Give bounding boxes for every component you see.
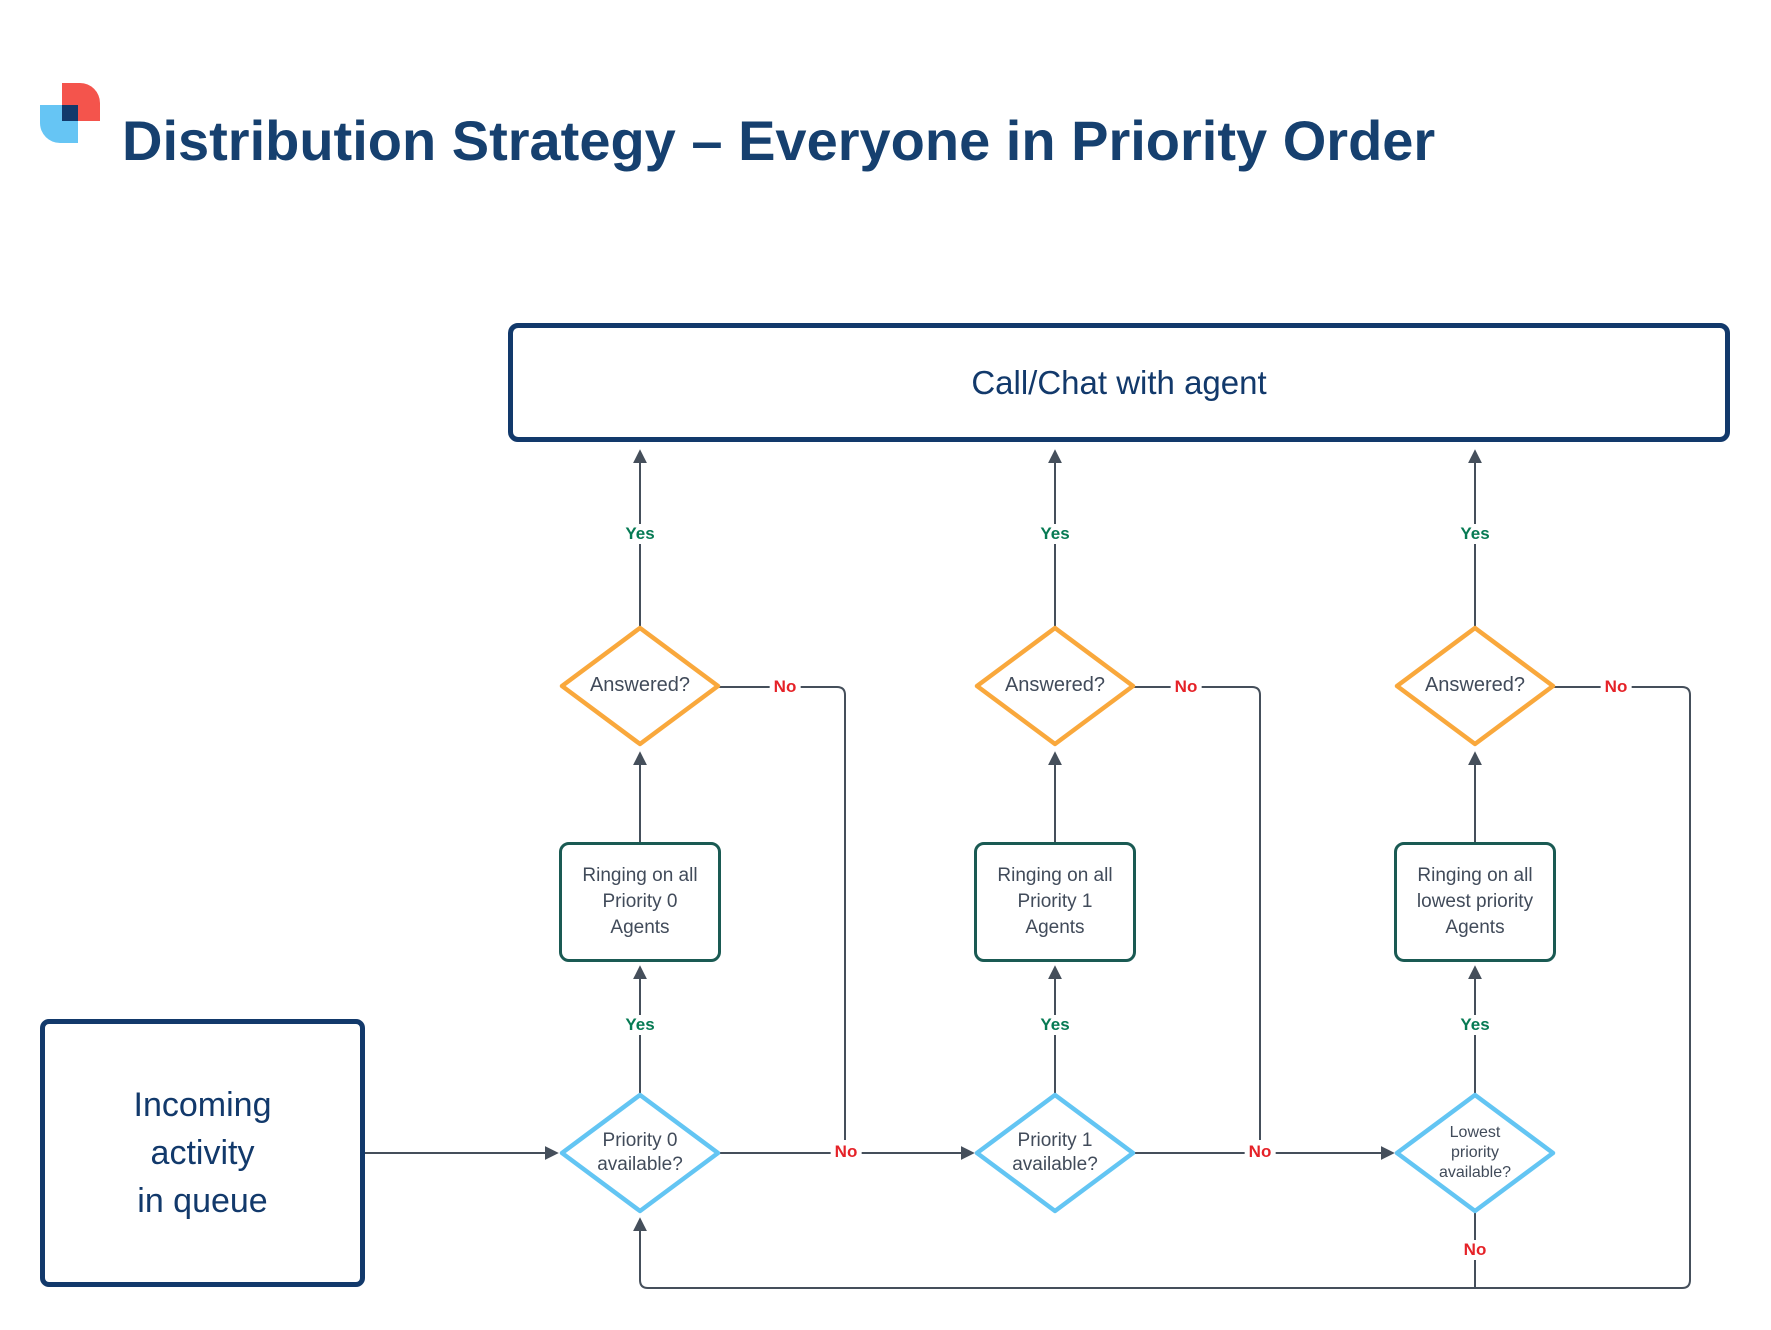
call-chat-label: Call/Chat with agent [971,363,1267,401]
answered0-yes-label: Yes [621,524,659,544]
ringing-priority0-box: Ringing on all Priority 0 Agents [559,842,721,962]
available1-yes-label: Yes [1036,1015,1074,1035]
answered0-no-label: No [769,677,801,697]
available0-label: Priority 0 available? [560,1129,720,1177]
available0-yes-label: Yes [621,1015,659,1035]
ringing2-line-1: Ringing on all [1417,865,1533,886]
answered0-label: Answered? [589,674,691,696]
available2-label: Lowest priority available? [1395,1123,1555,1183]
available0-diamond [559,1092,721,1214]
ringing1-line-2: Priority 1 [1017,891,1093,912]
answered2-diamond [1394,625,1556,747]
page-title: Distribution Strategy – Everyone in Prio… [122,109,1436,172]
available2-no-label: No [1459,1240,1491,1260]
available1-label: Priority 1 available? [975,1129,1135,1177]
ringing0-line-3: Agents [610,917,670,938]
answered2-no-label: No [1600,677,1632,697]
brand-logo [40,83,100,143]
available0-no-label: No [830,1142,862,1162]
available2-line-1: Lowest [1449,1124,1501,1141]
call-chat-with-agent-box: Call/Chat with agent [508,323,1730,442]
available1-diamond [974,1092,1136,1214]
answered2-yes-label: Yes [1456,524,1494,544]
ringing2-line-2: lowest priority [1416,891,1534,912]
available1-line-1: Priority 1 [1017,1130,1093,1151]
available1-no-label: No [1244,1142,1276,1162]
ringing-priority1-box: Ringing on all Priority 1 Agents [974,842,1136,962]
answered1-yes-label: Yes [1036,524,1074,544]
ringing-lowest-priority-box: Ringing on all lowest priority Agents [1394,842,1556,962]
answered1-diamond [974,625,1136,747]
line-answered0-no-drop [718,686,846,1140]
answered1-no-label: No [1170,677,1202,697]
available2-yes-label: Yes [1456,1015,1494,1035]
ringing2-line-3: Agents [1445,917,1505,938]
answered0-diamond [559,625,721,747]
start-line-1: Incoming [133,1086,272,1124]
ringing0-line-2: Priority 0 [602,891,678,912]
line-answered2-no-feedback-loop [633,686,1691,1289]
ringing0-line-1: Ringing on all [582,865,698,886]
answered1-label: Answered? [1004,674,1106,696]
incoming-activity-box: Incoming activity in queue [40,1019,365,1287]
available2-line-2: priority [1450,1144,1499,1161]
available0-line-2: available? [597,1154,683,1175]
available2-diamond [1394,1092,1556,1214]
ringing1-line-1: Ringing on all [997,865,1113,886]
available1-line-2: available? [1012,1154,1098,1175]
start-line-3: in queue [137,1182,268,1220]
line-answered1-no-drop [1133,686,1261,1140]
logo-navy-shape [62,105,78,121]
available0-line-1: Priority 0 [602,1130,678,1151]
answered2-label: Answered? [1424,674,1526,696]
ringing1-line-3: Agents [1025,917,1085,938]
available2-line-3: available? [1438,1164,1512,1181]
start-line-2: activity [150,1134,255,1172]
